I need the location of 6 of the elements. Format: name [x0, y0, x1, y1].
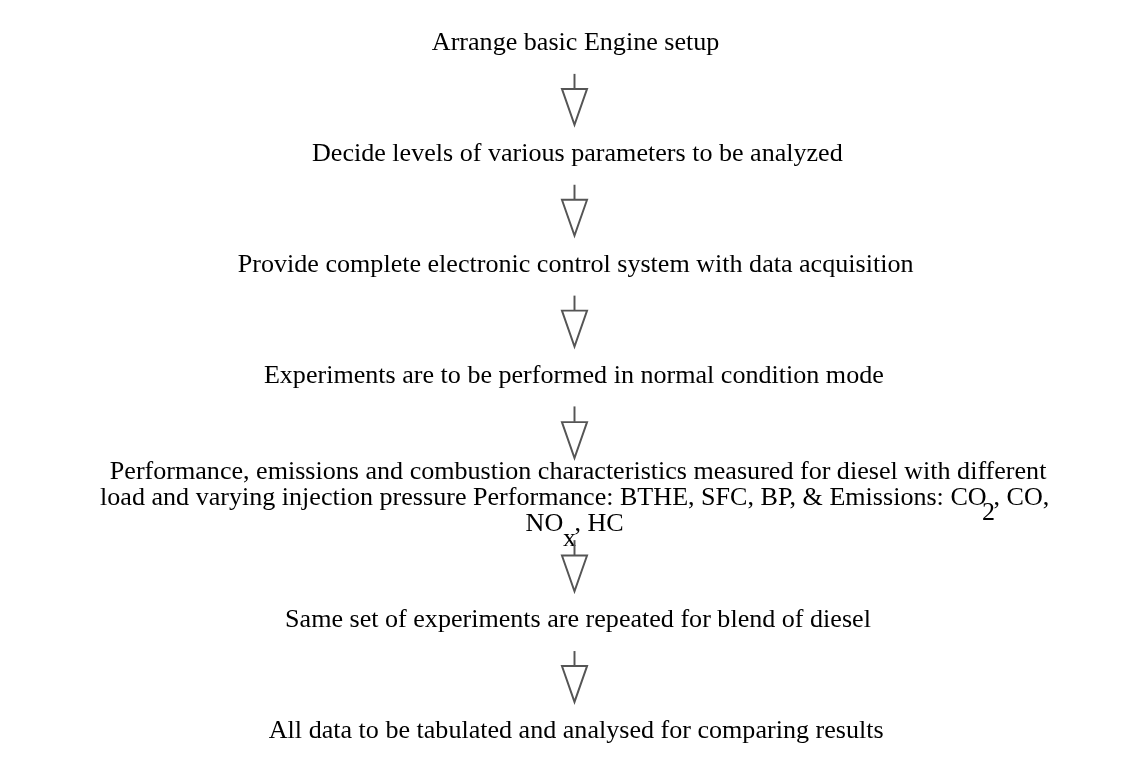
node-text: Same set of experiments are repeated for blend of diesel [284, 604, 871, 634]
node-text: Arrange basic Engine setup [431, 27, 719, 57]
node-text: Experiments are to be performed in normal condition mode [263, 359, 884, 389]
node-text: Provide complete electronic control system with data acquisition [237, 248, 913, 278]
node-text: All data to be tabulated and analysed for comparing results [268, 715, 884, 745]
node-text: Decide levels of various parameters to be analyzed [311, 138, 843, 168]
